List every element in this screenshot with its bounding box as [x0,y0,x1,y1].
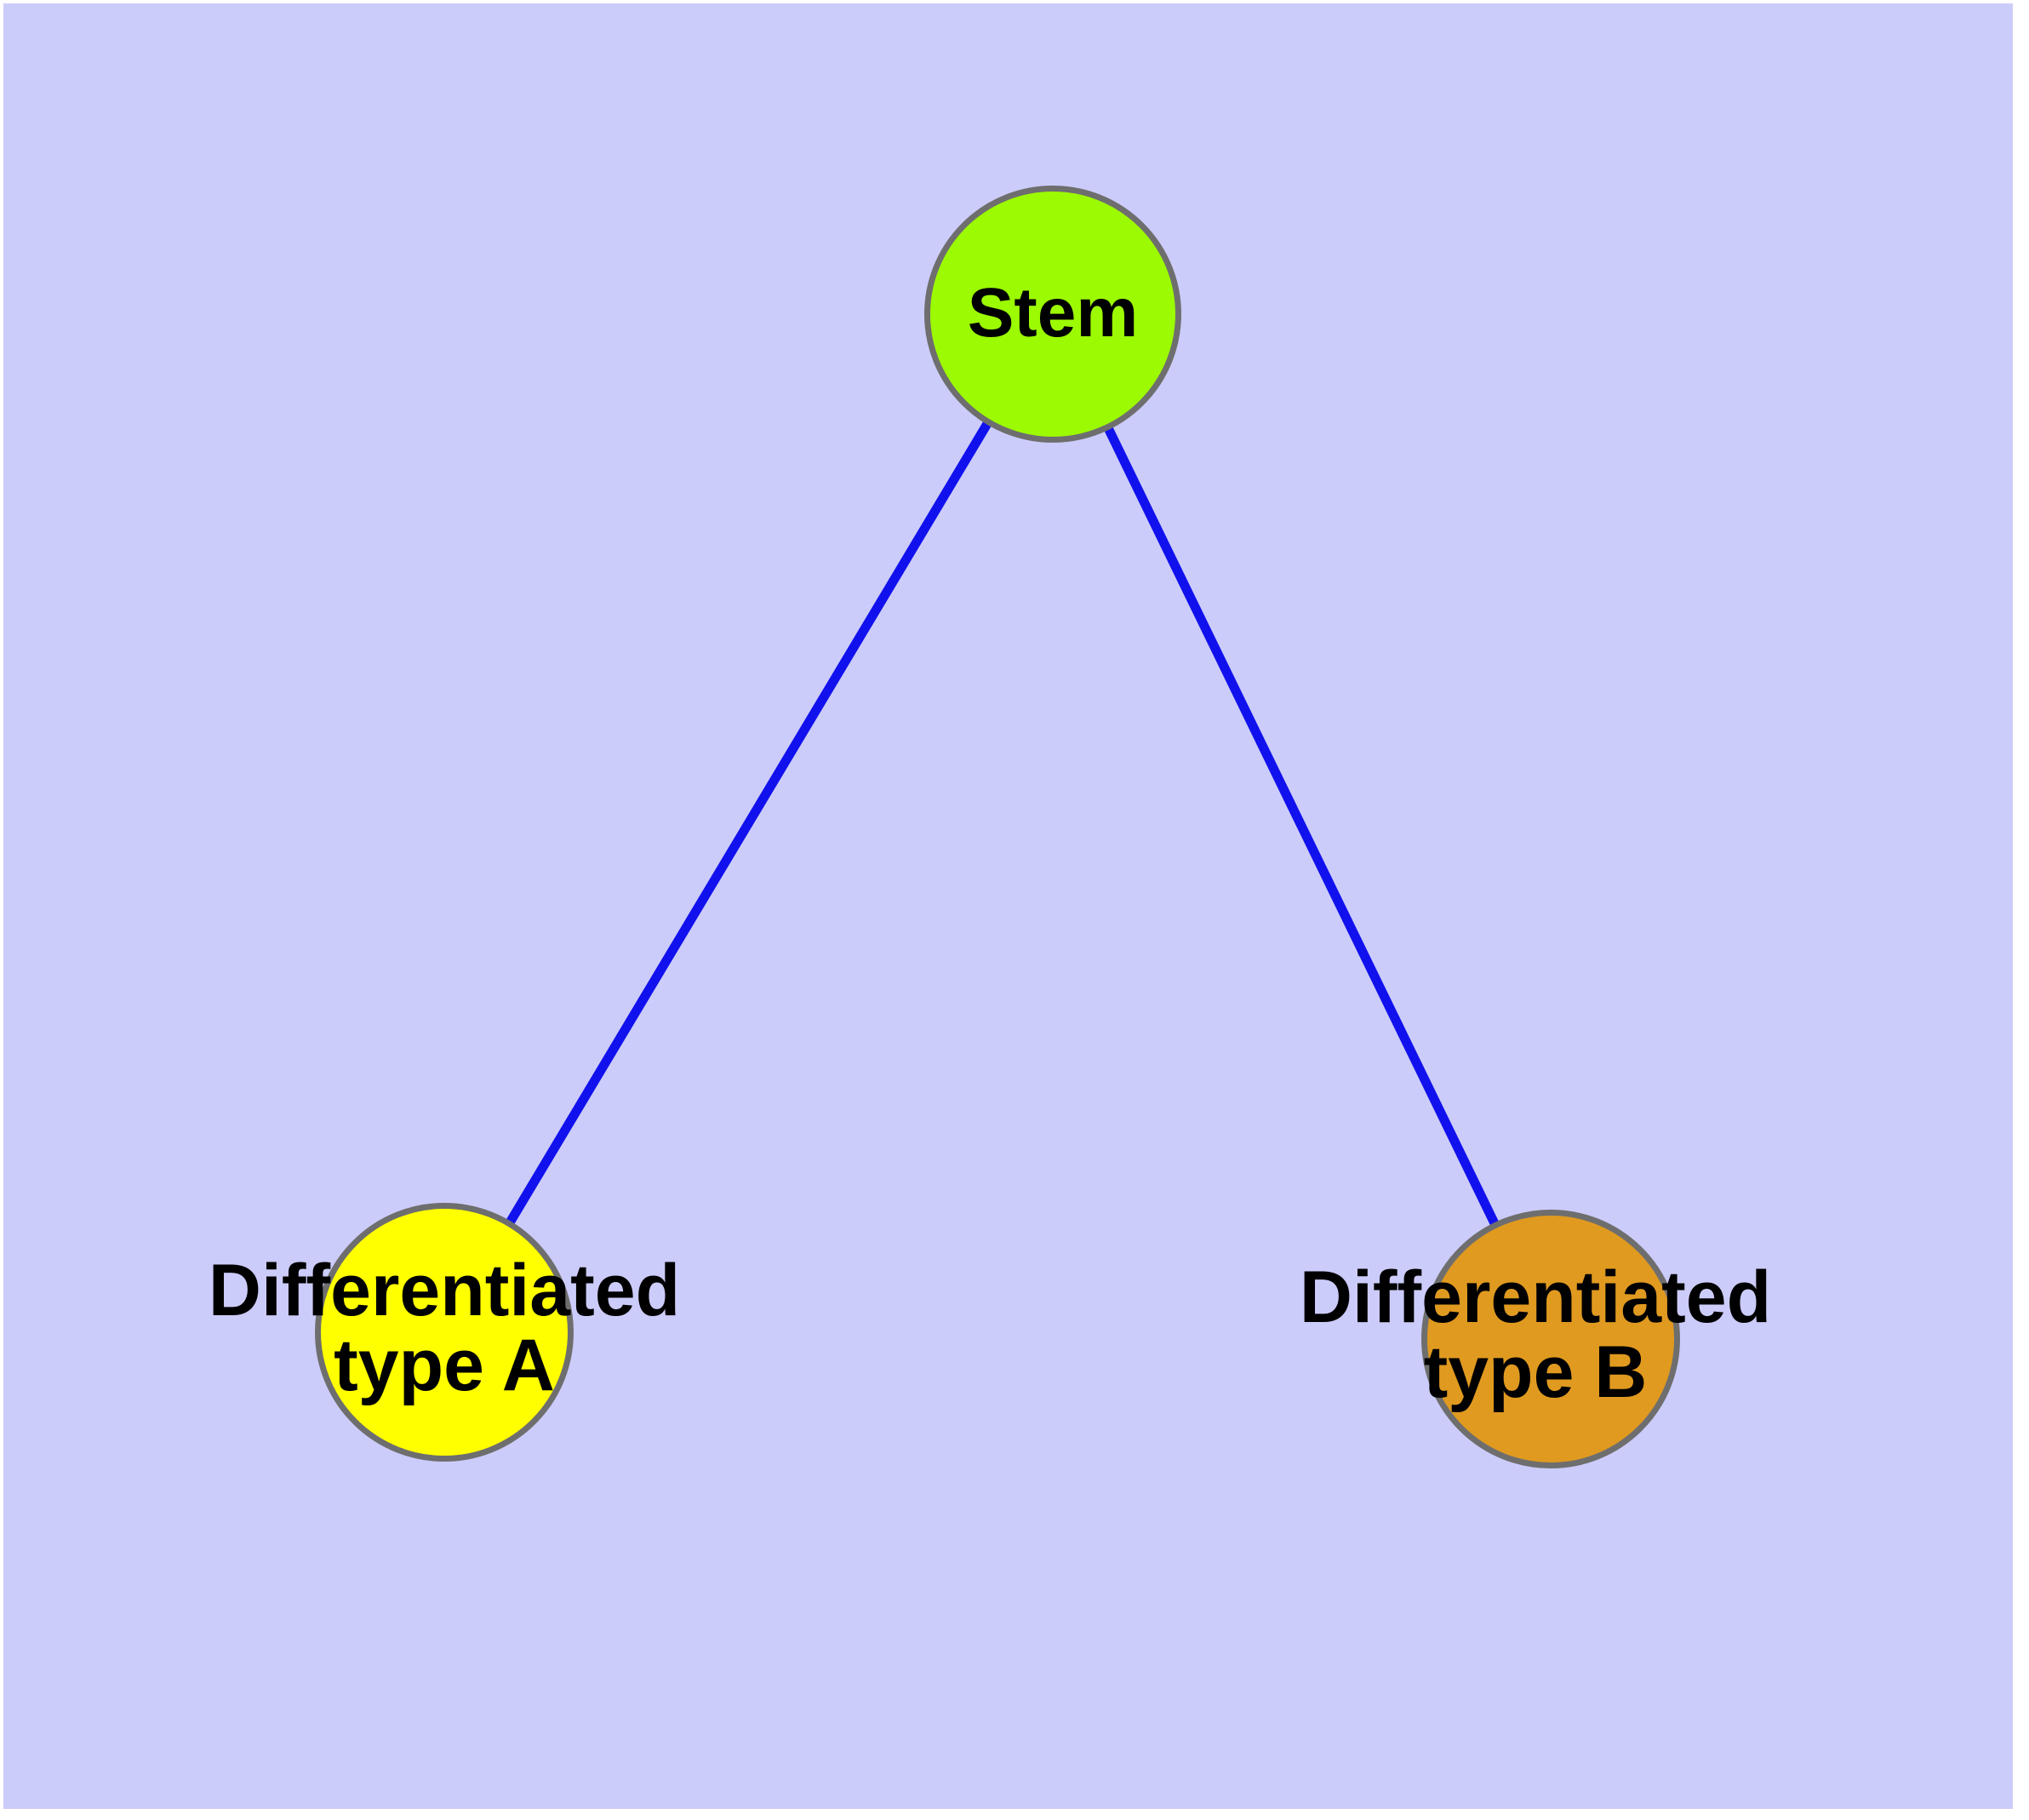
edge-stem-diff-b[interactable] [1101,421,1502,1231]
edge-layer [503,415,1502,1231]
graph-canvas: Stem Differentiated type A Differentiate… [3,3,2013,1809]
edge-stem-diff-a[interactable] [503,415,995,1230]
node-stem[interactable] [924,186,1181,443]
node-differentiated-type-a[interactable] [315,1203,574,1462]
node-differentiated-type-b[interactable] [1421,1210,1680,1468]
node-layer [315,186,1680,1468]
graph-svg [315,186,1680,1468]
